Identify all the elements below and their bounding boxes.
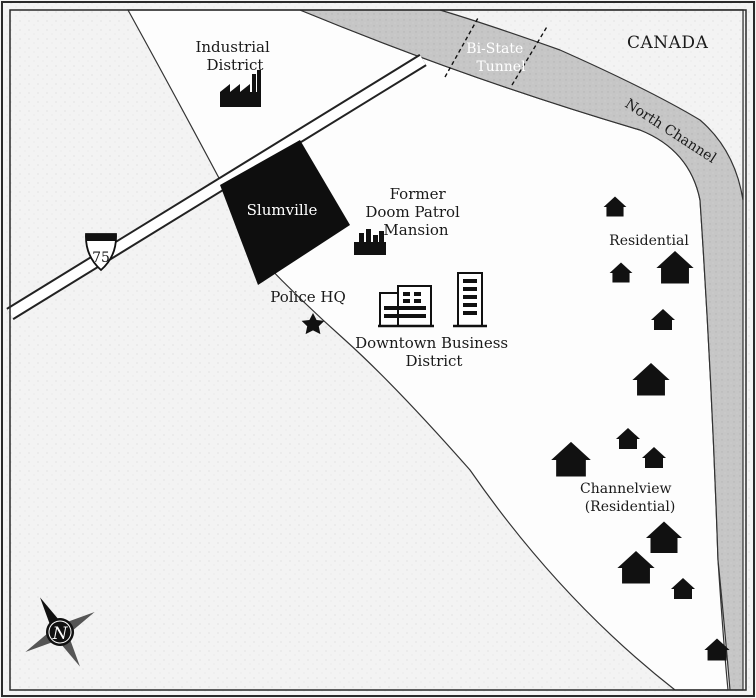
- tunnel-line-left: [444, 17, 479, 78]
- downtown-business-district-label: Downtown Business District: [355, 334, 513, 370]
- slumville-label: Slumville: [247, 201, 318, 219]
- canada-label: CANADA: [627, 33, 709, 53]
- factory-icon: [220, 70, 261, 107]
- highway-shield-number: 75: [92, 250, 110, 266]
- channelview-label: Channelview (Residential): [580, 481, 676, 515]
- compass-north-letter: N: [52, 624, 69, 644]
- industrial-district-label: Industrial District: [195, 38, 274, 74]
- map-frame-inner: [9, 9, 747, 691]
- office-building-icon: [378, 285, 434, 328]
- highway-75: [7, 55, 426, 319]
- residential-label: Residential: [609, 233, 689, 249]
- police-hq-label: Police HQ: [270, 288, 346, 306]
- compass-rose-icon: [25, 597, 95, 667]
- bi-state-tunnel-label: Bi-State Tunnel: [466, 41, 527, 75]
- tunnel-line-right: [511, 24, 549, 86]
- mansion-icon: [354, 229, 386, 255]
- tower-building-icon: [453, 272, 487, 328]
- slumville-block: [220, 140, 350, 285]
- doom-patrol-mansion-label: Former Doom Patrol Mansion: [365, 185, 464, 239]
- canada-land: [439, 9, 744, 201]
- star-icon: [301, 313, 325, 335]
- interstate-shield-icon: [85, 233, 117, 272]
